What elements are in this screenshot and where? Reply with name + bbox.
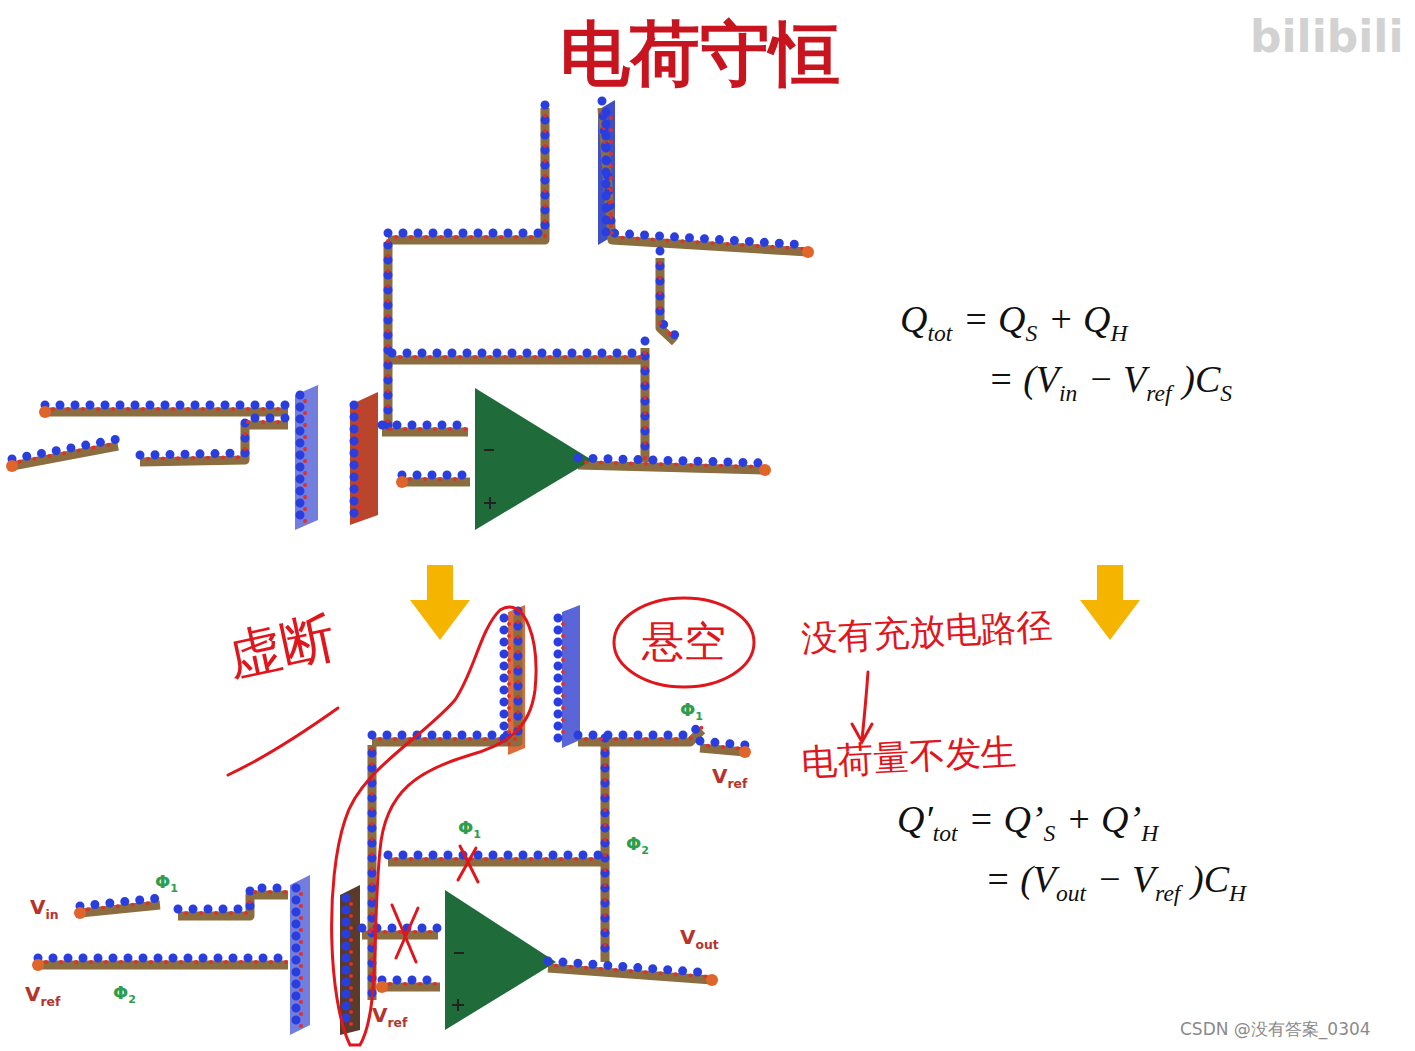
subscript: 2	[128, 993, 136, 1006]
label-text: bilibili	[1250, 11, 1403, 62]
label-text: = Q’	[968, 798, 1043, 840]
label-text: Φ	[626, 833, 641, 854]
subscript: S	[1026, 320, 1038, 346]
label-group: 电荷量不发生	[800, 731, 1018, 784]
label-text: − V	[1088, 358, 1146, 400]
label-group: = (Vout− Vref)CH	[985, 858, 1246, 902]
label-group: Vref	[25, 983, 60, 1006]
label-group: = (Vin− Vref)CS	[988, 358, 1232, 402]
subscript: 1	[170, 882, 178, 895]
subscript: 1	[473, 828, 481, 841]
label-text: Q′	[897, 798, 933, 840]
label-text: )C	[1182, 358, 1220, 400]
subscript: S	[1044, 820, 1056, 846]
label-text: CSDN @没有答案_0304	[1180, 1019, 1371, 1039]
label-group: CSDN @没有答案_0304	[1180, 1020, 1371, 1040]
label-text: − V	[1097, 858, 1155, 900]
label-group: Vref	[712, 765, 747, 788]
title: 电荷守恒	[560, 14, 840, 95]
label-group: Vout	[680, 926, 719, 949]
label-group: Q′tot= Q’S+ Q’H	[897, 798, 1158, 842]
subscript: H	[1141, 820, 1158, 846]
label-group: 没有充放电路径	[800, 605, 1054, 660]
label-group: bilibili	[1250, 12, 1403, 63]
subscript: tot	[933, 820, 958, 846]
ellipse-outline	[614, 598, 754, 687]
label-text: 没有充放电路径	[800, 605, 1054, 659]
subscript: out	[695, 937, 718, 952]
label-group: Vin	[30, 896, 59, 919]
label-text: V	[372, 1003, 387, 1027]
subscript: ref	[1146, 380, 1171, 406]
label-text: V	[30, 895, 45, 919]
label-text: V	[25, 982, 40, 1006]
label-group: Qtot= QS+ QH	[900, 298, 1128, 342]
label-text: Φ	[113, 982, 128, 1003]
op-amp-symbol	[445, 388, 592, 1030]
charge-dots	[12, 101, 808, 1030]
label-group: Φ1	[458, 818, 481, 839]
label-group: Φ1	[155, 872, 178, 893]
subscript: out	[1056, 880, 1086, 906]
label-text: = (V	[988, 358, 1059, 400]
subscript: in	[1059, 380, 1077, 406]
subscript: H	[1111, 320, 1128, 346]
label-text: = (V	[985, 858, 1056, 900]
subscript: S	[1220, 380, 1232, 406]
circled-note: 悬空	[612, 596, 756, 688]
label-text: Φ	[680, 699, 695, 720]
subscript: 1	[695, 710, 703, 723]
label-text: 电荷量不发生	[800, 731, 1018, 783]
label-text: V	[712, 764, 727, 788]
label-group: Φ2	[113, 983, 136, 1004]
subscript: ref	[1155, 880, 1180, 906]
note-text: 悬空	[642, 618, 726, 666]
hand-annotation	[228, 607, 872, 1045]
label-text: )C	[1191, 858, 1229, 900]
label-text: Φ	[155, 871, 170, 892]
subscript: in	[45, 907, 58, 922]
label-text: V	[680, 925, 695, 949]
label-group: Φ2	[626, 834, 649, 855]
label-text: Q	[900, 298, 927, 340]
subscript: tot	[927, 320, 952, 346]
terminal-caps	[6, 246, 814, 993]
label-group: 虚断	[222, 606, 341, 689]
subscript: ref	[40, 994, 60, 1009]
subscript: ref	[387, 1015, 407, 1030]
label-text: Φ	[458, 817, 473, 838]
label-text: = Q	[963, 298, 1026, 340]
subscript: H	[1229, 880, 1246, 906]
label-text: + Q	[1048, 298, 1111, 340]
subscript: ref	[727, 776, 747, 791]
subscript: 2	[641, 844, 649, 857]
label-text: 虚断	[222, 605, 341, 689]
label-text: + Q’	[1066, 798, 1141, 840]
label-group: Vref	[372, 1004, 407, 1027]
label-group: Φ1	[680, 700, 703, 721]
